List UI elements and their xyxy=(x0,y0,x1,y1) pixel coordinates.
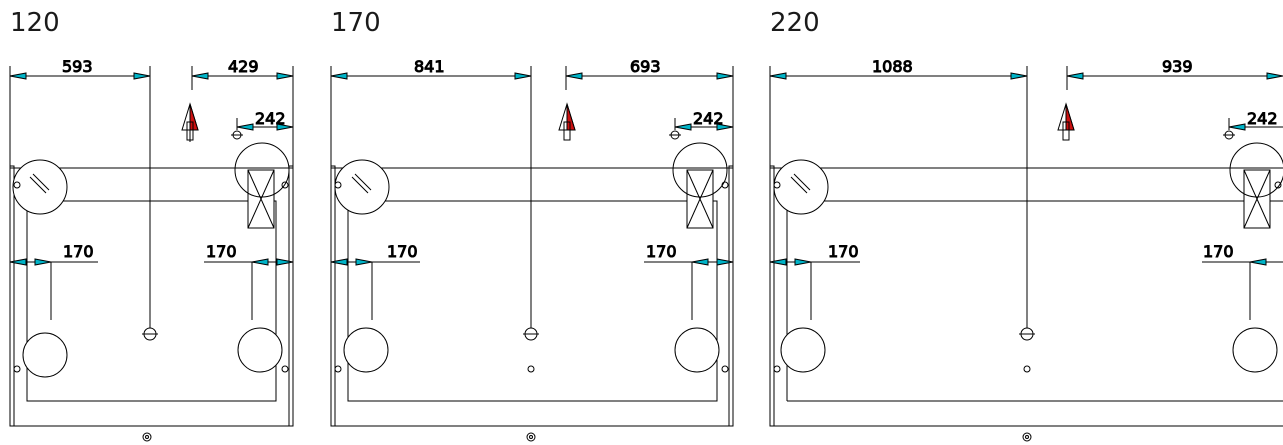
dim-939 xyxy=(1066,72,1283,80)
dim-429 xyxy=(191,72,294,80)
panel-1-dim-small-label: 242 xyxy=(255,109,286,128)
fan-left xyxy=(334,159,390,215)
panel-2-dim-bottom-right-label: 170 xyxy=(646,242,677,261)
dim-242 xyxy=(674,123,734,131)
fan-right xyxy=(672,142,728,229)
panel-2-dim-left-label: 841 xyxy=(414,57,445,76)
unit-frame xyxy=(769,165,1283,427)
panel-1-dim-right-label: 429 xyxy=(228,57,259,76)
panel-1-dim-left-label: 593 xyxy=(62,57,93,76)
panel-3-dim-bottom-left-label: 170 xyxy=(828,242,859,261)
panel-2-title: 170 xyxy=(331,8,381,38)
fan-left xyxy=(773,159,829,215)
dim-170-right xyxy=(204,258,294,320)
panel-2-dim-small-label: 242 xyxy=(693,109,724,128)
dim-1088 xyxy=(769,72,1028,80)
unit-frame xyxy=(9,165,294,427)
panel-1-dim-bottom-left-label: 170 xyxy=(63,242,94,261)
panel-3-dim-right-label: 939 xyxy=(1162,57,1193,76)
dim-242 xyxy=(236,123,294,131)
dim-170-left xyxy=(9,258,98,320)
panel-3-dim-small-label: 242 xyxy=(1247,109,1278,128)
north-arrow xyxy=(558,102,576,141)
dim-593 xyxy=(9,72,151,80)
panel-1-dim-bottom-right-label: 170 xyxy=(206,242,237,261)
panel-3-title: 220 xyxy=(770,8,820,38)
panel-2-drawing xyxy=(330,66,734,442)
fan-right xyxy=(234,142,290,229)
panel-2-dim-right-label: 693 xyxy=(630,57,661,76)
fan-right xyxy=(1229,142,1283,229)
panel-1-drawing xyxy=(9,66,294,442)
dim-170-right xyxy=(644,258,734,320)
fan-left xyxy=(12,159,68,215)
panel-1-title: 120 xyxy=(10,8,60,38)
dim-242 xyxy=(1228,123,1283,131)
dim-170-left xyxy=(330,258,420,320)
dim-170-right xyxy=(1202,258,1283,320)
panel-3-drawing xyxy=(769,66,1283,442)
panel-3-dim-bottom-right-label: 170 xyxy=(1203,242,1234,261)
north-arrow xyxy=(1057,102,1075,141)
unit-frame xyxy=(330,165,734,427)
panel-2-dim-bottom-left-label: 170 xyxy=(387,242,418,261)
dim-693 xyxy=(565,72,734,80)
dim-841 xyxy=(330,72,532,80)
north-arrow xyxy=(181,102,199,142)
dim-170-left xyxy=(769,258,860,320)
panel-3-dim-left-label: 1088 xyxy=(872,57,913,76)
